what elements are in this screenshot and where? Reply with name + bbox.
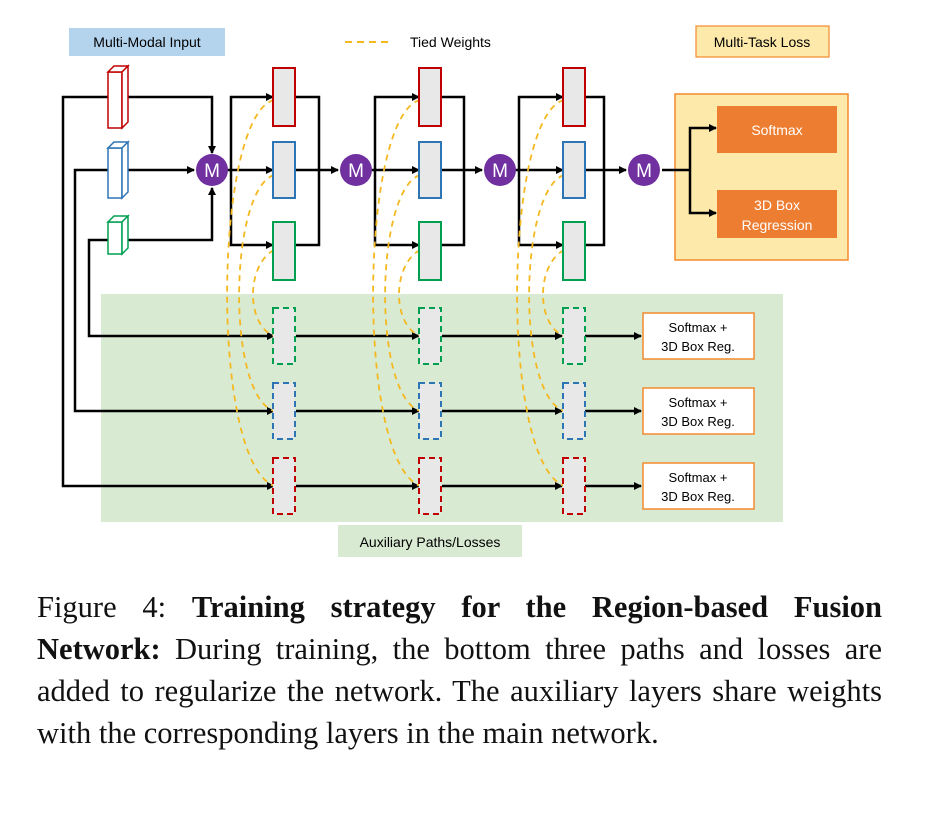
aux-layer-b-stage2	[418, 382, 442, 440]
aux-layer-r-stage1	[272, 457, 296, 515]
multi-task-loss-label: Multi-Task Loss	[714, 34, 810, 50]
layer-g-stage2	[418, 221, 442, 281]
aux-loss-green-line2: 3D Box Reg.	[661, 339, 735, 354]
tied-curve-blue-2	[384, 174, 421, 412]
tied-curve-red-2	[372, 99, 421, 487]
box-regression-label-line1: 3D Box	[754, 197, 800, 213]
aux-paths-label-box	[338, 525, 522, 557]
aux-input-red-line	[61, 95, 275, 490]
tied-curve-red-3	[516, 99, 565, 487]
aux-paths-label: Auxiliary Paths/Losses	[360, 534, 501, 550]
softmax-loss-label: Softmax	[751, 122, 802, 138]
stage2-fanout-red	[373, 93, 420, 170]
figure-caption: Figure 4: Training strategy for the Regi…	[37, 586, 882, 754]
input-prism-red	[106, 64, 130, 130]
to-box-regression-line	[688, 170, 717, 217]
aux-loss-blue-line2: 3D Box Reg.	[661, 414, 735, 429]
layer-r-stage2	[418, 67, 442, 127]
layer-b-stage2	[418, 141, 442, 199]
tied-curve-green-2	[398, 249, 421, 337]
layer-g-stage3	[562, 221, 586, 281]
aux-loss-red-line1: Softmax +	[669, 470, 728, 485]
stage3-fanout-red	[517, 93, 564, 170]
input-green-line	[128, 187, 216, 242]
tied-curve-green-1	[252, 249, 275, 337]
layer-r-stage1	[272, 67, 296, 127]
tied-curve-red-1	[226, 99, 275, 487]
merge-node-label-2: M	[348, 161, 364, 182]
merge-node-label-4: M	[636, 161, 652, 182]
aux-layer-r-stage3	[562, 457, 586, 515]
multi-task-loss-label-box	[695, 25, 830, 58]
to-softmax-line	[688, 124, 717, 170]
aux-loss-box-green: Softmax + 3D Box Reg.	[642, 312, 755, 360]
box-regression-loss-box	[717, 190, 837, 238]
input-red-line	[128, 95, 216, 154]
layer-b-stage3	[562, 141, 586, 199]
merge-node-label-3: M	[492, 161, 508, 182]
merge-node-4	[628, 154, 660, 186]
aux-layer-g-stage3	[562, 307, 586, 365]
caption-title: Training strategy for the Region-based F…	[37, 590, 883, 666]
aux-layer-b-stage1	[272, 382, 296, 440]
tied-curve-blue-3	[528, 174, 565, 412]
tied-weights-legend-label: Tied Weights	[410, 34, 491, 50]
aux-loss-box-red: Softmax + 3D Box Reg.	[642, 462, 755, 510]
aux-layer-b-stage3	[562, 382, 586, 440]
tied-curve-green-3	[542, 249, 565, 337]
aux-loss-box-blue: Softmax + 3D Box Reg.	[642, 387, 755, 435]
aux-layer-g-stage2	[418, 307, 442, 365]
input-prism-green	[106, 214, 130, 256]
layer-b-stage1	[272, 141, 296, 199]
caption-label: Figure 4:	[37, 590, 167, 624]
merge-node-3	[484, 154, 516, 186]
softmax-loss-box	[717, 106, 837, 153]
aux-input-blue-line	[73, 168, 275, 415]
aux-loss-blue-line1: Softmax +	[669, 395, 728, 410]
multi-modal-input-label: Multi-Modal Input	[93, 34, 200, 50]
tied-curve-blue-1	[238, 174, 275, 412]
layer-r-stage3	[562, 67, 586, 127]
merge-node-label-1: M	[204, 161, 220, 182]
merge-node-1	[196, 154, 228, 186]
aux-layer-r-stage2	[418, 457, 442, 515]
input-prism-blue	[106, 140, 130, 200]
box-regression-label-line2: Regression	[742, 217, 813, 233]
stage1-fanout-red	[229, 93, 274, 170]
fusion-network-diagram: Multi-Modal Input Tied Weights Multi-Tas…	[61, 25, 849, 557]
aux-input-green-line	[87, 238, 275, 340]
layer-g-stage1	[272, 221, 296, 281]
stage1-fanout-green	[229, 170, 274, 249]
merge-node-2	[340, 154, 372, 186]
caption-body: During training, the bottom three paths …	[37, 632, 883, 750]
aux-loss-red-line2: 3D Box Reg.	[661, 489, 735, 504]
multi-modal-input-label-box	[69, 28, 225, 56]
aux-layer-g-stage1	[272, 307, 296, 365]
aux-loss-green-line1: Softmax +	[669, 320, 728, 335]
